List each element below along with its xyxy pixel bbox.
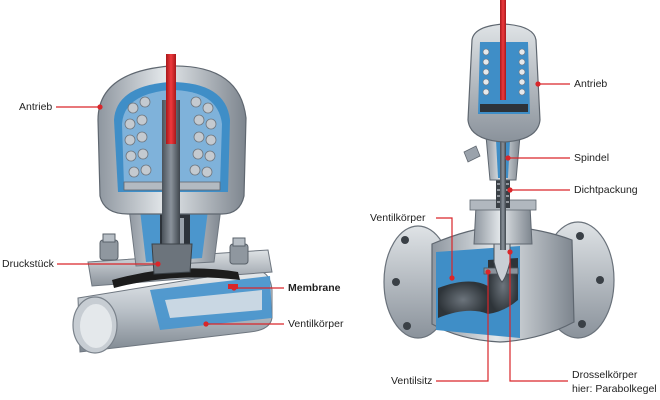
right-flow-passage: [438, 281, 488, 318]
diaphragm-valve: [72, 54, 273, 354]
label-right-packing: Dichtpackung: [574, 184, 638, 196]
label-left-compressor: Druckstück: [2, 258, 54, 270]
label-right-stem: Spindel: [574, 152, 610, 164]
label-right-body: Ventilkörper: [370, 212, 426, 224]
label-right-seat: Ventilsitz: [391, 375, 433, 387]
label-right-plug-type: hier: Parabolkegel: [572, 383, 657, 395]
leader-lines: [56, 81, 570, 382]
right-springs: [482, 48, 526, 96]
right-plug: [493, 243, 511, 283]
label-left-actuator: Antrieb: [19, 101, 53, 113]
left-bolts: [99, 233, 249, 265]
label-right-actuator: Antrieb: [574, 78, 608, 90]
control-valve: [383, 0, 615, 343]
right-stem: [500, 120, 506, 250]
label-right-plug: Drosselkörper: [572, 369, 638, 381]
left-springs: [124, 96, 217, 178]
left-membrane: [112, 268, 240, 288]
label-left-body: Ventilkörper: [288, 318, 344, 330]
label-left-membrane: Membrane: [288, 282, 341, 294]
left-compressor: [151, 243, 193, 275]
